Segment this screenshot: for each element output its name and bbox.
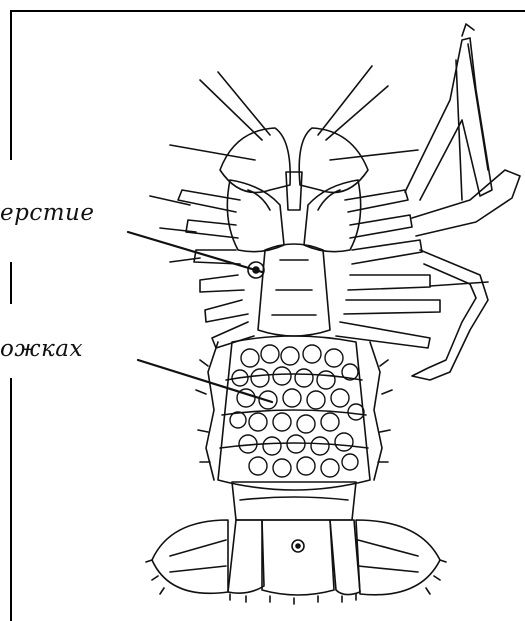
tail-fan — [146, 482, 446, 604]
abdomen — [196, 336, 392, 490]
left-legs — [150, 190, 254, 348]
egg-cluster — [230, 345, 364, 477]
antennae — [170, 66, 418, 160]
cephalothorax — [220, 128, 368, 336]
